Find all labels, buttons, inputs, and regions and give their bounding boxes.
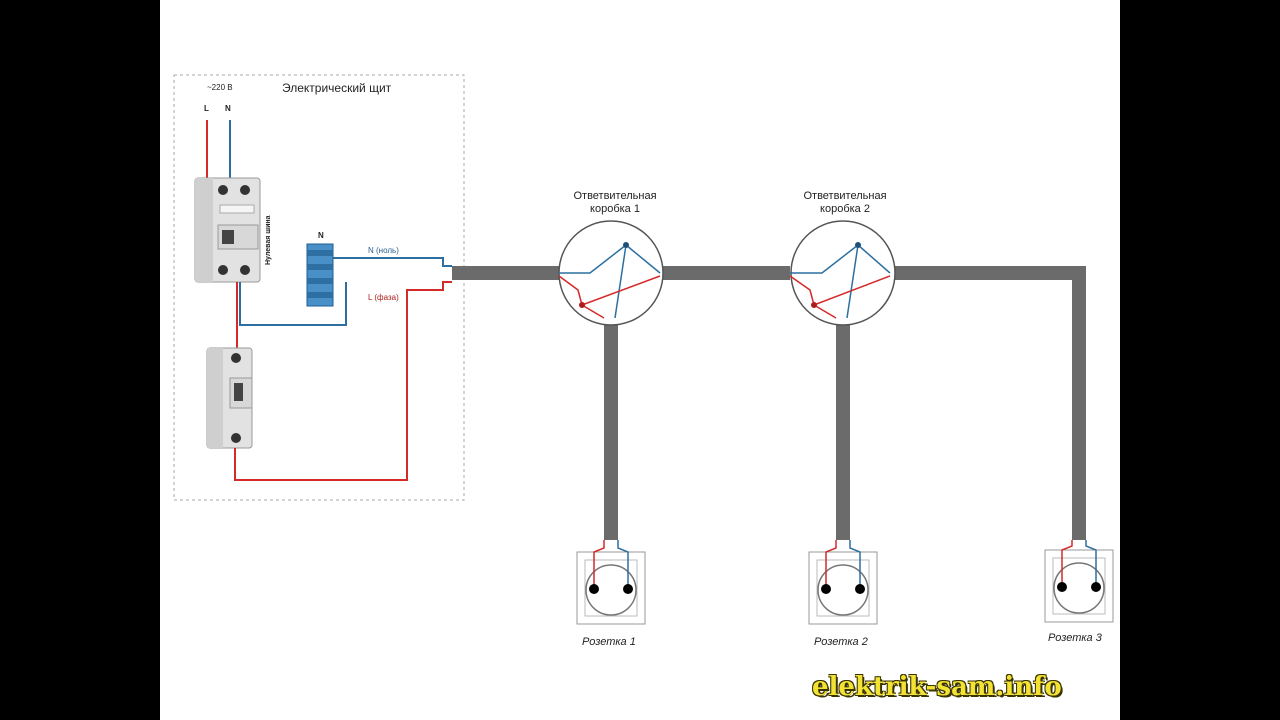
- phase-to-cable: [234, 281, 452, 481]
- junction-box-1-line1: Ответвительная: [573, 190, 657, 202]
- socket-breaker: [206, 347, 253, 449]
- voltage-label: ~220 В: [207, 83, 233, 92]
- socket-1: [576, 540, 646, 625]
- socket-3: [1044, 540, 1114, 623]
- junction-box-1-label: Ответвительная коробка 1: [555, 190, 675, 216]
- socket-1-label: Розетка 1: [582, 636, 636, 648]
- phase-wire-label: L (фаза): [368, 293, 399, 302]
- panel-title: Электрический щит: [282, 81, 392, 95]
- neutral-wire-label: N (ноль): [368, 246, 399, 255]
- main-cable: [452, 266, 1086, 540]
- junction-box-1: [558, 220, 664, 326]
- diagram-canvas: Электрический щит ~220 В L N N Нулевая ш…: [160, 0, 1120, 720]
- neutral-bus: [306, 243, 334, 307]
- bus-label: N: [318, 231, 324, 240]
- junction-box-2-line2: коробка 2: [820, 203, 870, 215]
- junction-box-2: [789, 220, 896, 326]
- phase-terminal-label: L: [204, 104, 209, 113]
- panel-border: [173, 74, 465, 501]
- socket-3-label: Розетка 3: [1048, 632, 1102, 644]
- socket-2-label: Розетка 2: [814, 636, 868, 648]
- junction-box-1-line2: коробка 1: [590, 203, 640, 215]
- socket-2: [808, 540, 878, 625]
- main-breaker: [194, 177, 261, 283]
- junction-box-2-label: Ответвительная коробка 2: [785, 190, 905, 216]
- neutral-terminal-label: N: [225, 104, 231, 113]
- wiring-diagram: [173, 74, 1114, 625]
- watermark: elektrik-sam.info: [812, 672, 1062, 702]
- neutral-to-bus: [239, 282, 347, 326]
- bus-name: Нулевая шина: [265, 215, 272, 266]
- neutral-to-cable: [333, 257, 452, 267]
- junction-box-2-line1: Ответвительная: [803, 190, 887, 202]
